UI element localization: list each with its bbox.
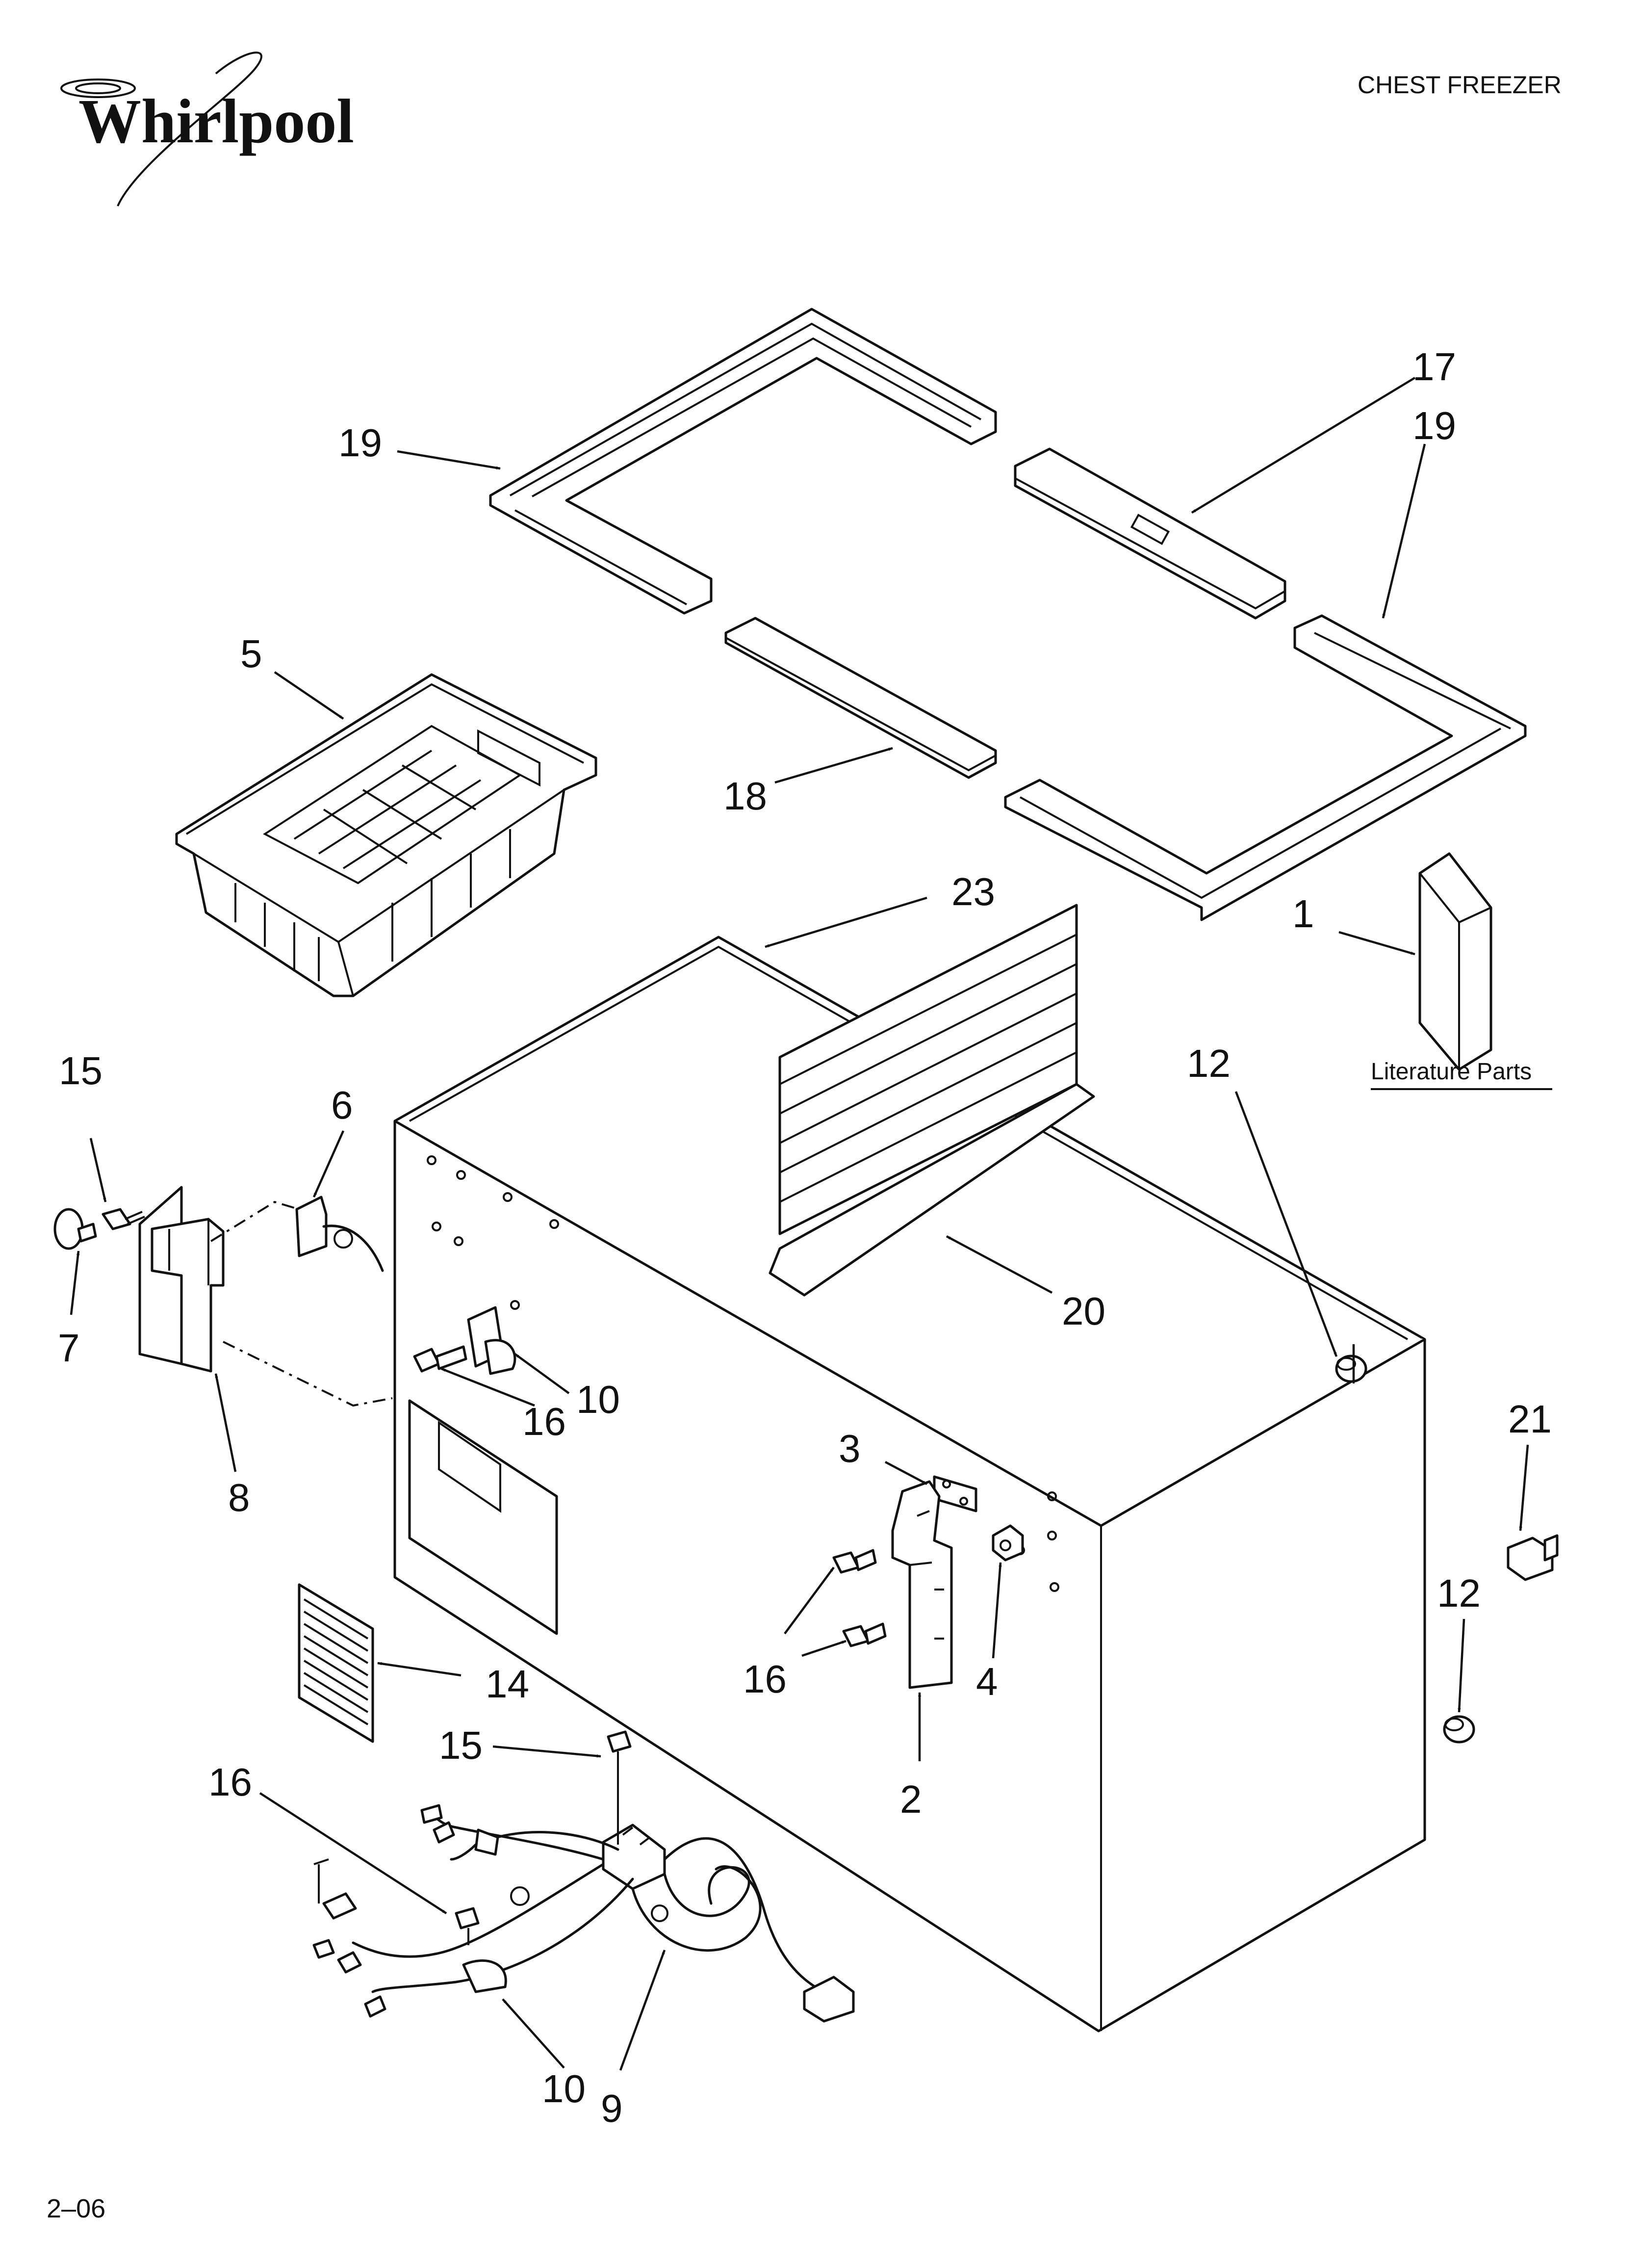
part-screw-15-top bbox=[102, 1208, 145, 1230]
brand-name: Whirlpool bbox=[78, 86, 354, 156]
callout-16-harness: 16 bbox=[208, 1760, 252, 1804]
part-divider bbox=[769, 904, 1095, 1297]
callout-2: 2 bbox=[900, 1777, 922, 1821]
part-screw-16-top bbox=[413, 1345, 467, 1373]
part-nut-4 bbox=[992, 1524, 1024, 1562]
swirl-icon bbox=[60, 78, 136, 98]
callout-12-top: 12 bbox=[1187, 1042, 1231, 1085]
callout-16-top: 16 bbox=[522, 1400, 566, 1443]
part-lid-frame-left bbox=[489, 308, 997, 615]
part-breaker-strip-18 bbox=[724, 617, 997, 779]
part-clamp-10-top bbox=[467, 1300, 520, 1375]
callout-18: 18 bbox=[723, 774, 767, 818]
callout-1: 1 bbox=[1292, 892, 1314, 936]
whirlpool-logo: Whirlpool bbox=[60, 52, 354, 207]
part-screws-16-hinge bbox=[832, 1549, 887, 1647]
part-wire-harness bbox=[312, 1730, 855, 2023]
callout-23: 23 bbox=[951, 870, 995, 913]
part-clip-6 bbox=[295, 1196, 384, 1272]
part-hinge-2 bbox=[891, 1480, 953, 1689]
part-grille-14 bbox=[298, 1583, 374, 1743]
callout-17: 17 bbox=[1412, 345, 1456, 389]
callout-5: 5 bbox=[240, 632, 262, 676]
callout-7: 7 bbox=[58, 1326, 80, 1370]
part-glide-12-top bbox=[1335, 1355, 1367, 1383]
callout-6: 6 bbox=[331, 1083, 353, 1127]
callout-9: 9 bbox=[601, 2086, 623, 2130]
callout-19-right: 19 bbox=[1412, 404, 1456, 447]
part-literature: Literature Parts bbox=[1371, 852, 1552, 1090]
callout-4: 4 bbox=[976, 1660, 998, 1703]
part-drain-plug-21 bbox=[1507, 1534, 1559, 1581]
callout-19-left: 19 bbox=[338, 421, 382, 465]
leader-lines bbox=[70, 377, 1529, 2071]
part-lid-frame-right bbox=[1004, 614, 1527, 921]
callout-numbers: 19 17 19 5 18 23 1 15 6 12 7 20 10 16 8 … bbox=[58, 345, 1552, 2130]
callout-14: 14 bbox=[486, 1662, 529, 1706]
part-basket bbox=[175, 673, 597, 997]
part-plug-7 bbox=[53, 1208, 97, 1250]
callout-10-bottom: 10 bbox=[542, 2067, 586, 2111]
callout-10-top: 10 bbox=[576, 1378, 620, 1421]
part-cabinet bbox=[393, 936, 1426, 2033]
callout-16-hinge: 16 bbox=[743, 1657, 787, 1701]
callout-21: 21 bbox=[1508, 1397, 1552, 1441]
callout-3: 3 bbox=[839, 1427, 861, 1470]
revision-code: 2–06 bbox=[47, 2194, 105, 2223]
part-glide-12-bottom bbox=[1443, 1715, 1475, 1744]
callout-15-bottom: 15 bbox=[439, 1723, 483, 1767]
part-breaker-strip-17 bbox=[1014, 447, 1286, 620]
part-wiring-cover bbox=[138, 1186, 225, 1373]
literature-label: Literature Parts bbox=[1371, 1059, 1532, 1085]
callout-8: 8 bbox=[228, 1476, 250, 1519]
callout-12-bottom: 12 bbox=[1437, 1571, 1481, 1615]
page-title: CHEST FREEZER bbox=[1358, 71, 1562, 99]
callout-20: 20 bbox=[1062, 1289, 1105, 1333]
callout-15-top: 15 bbox=[59, 1049, 103, 1093]
